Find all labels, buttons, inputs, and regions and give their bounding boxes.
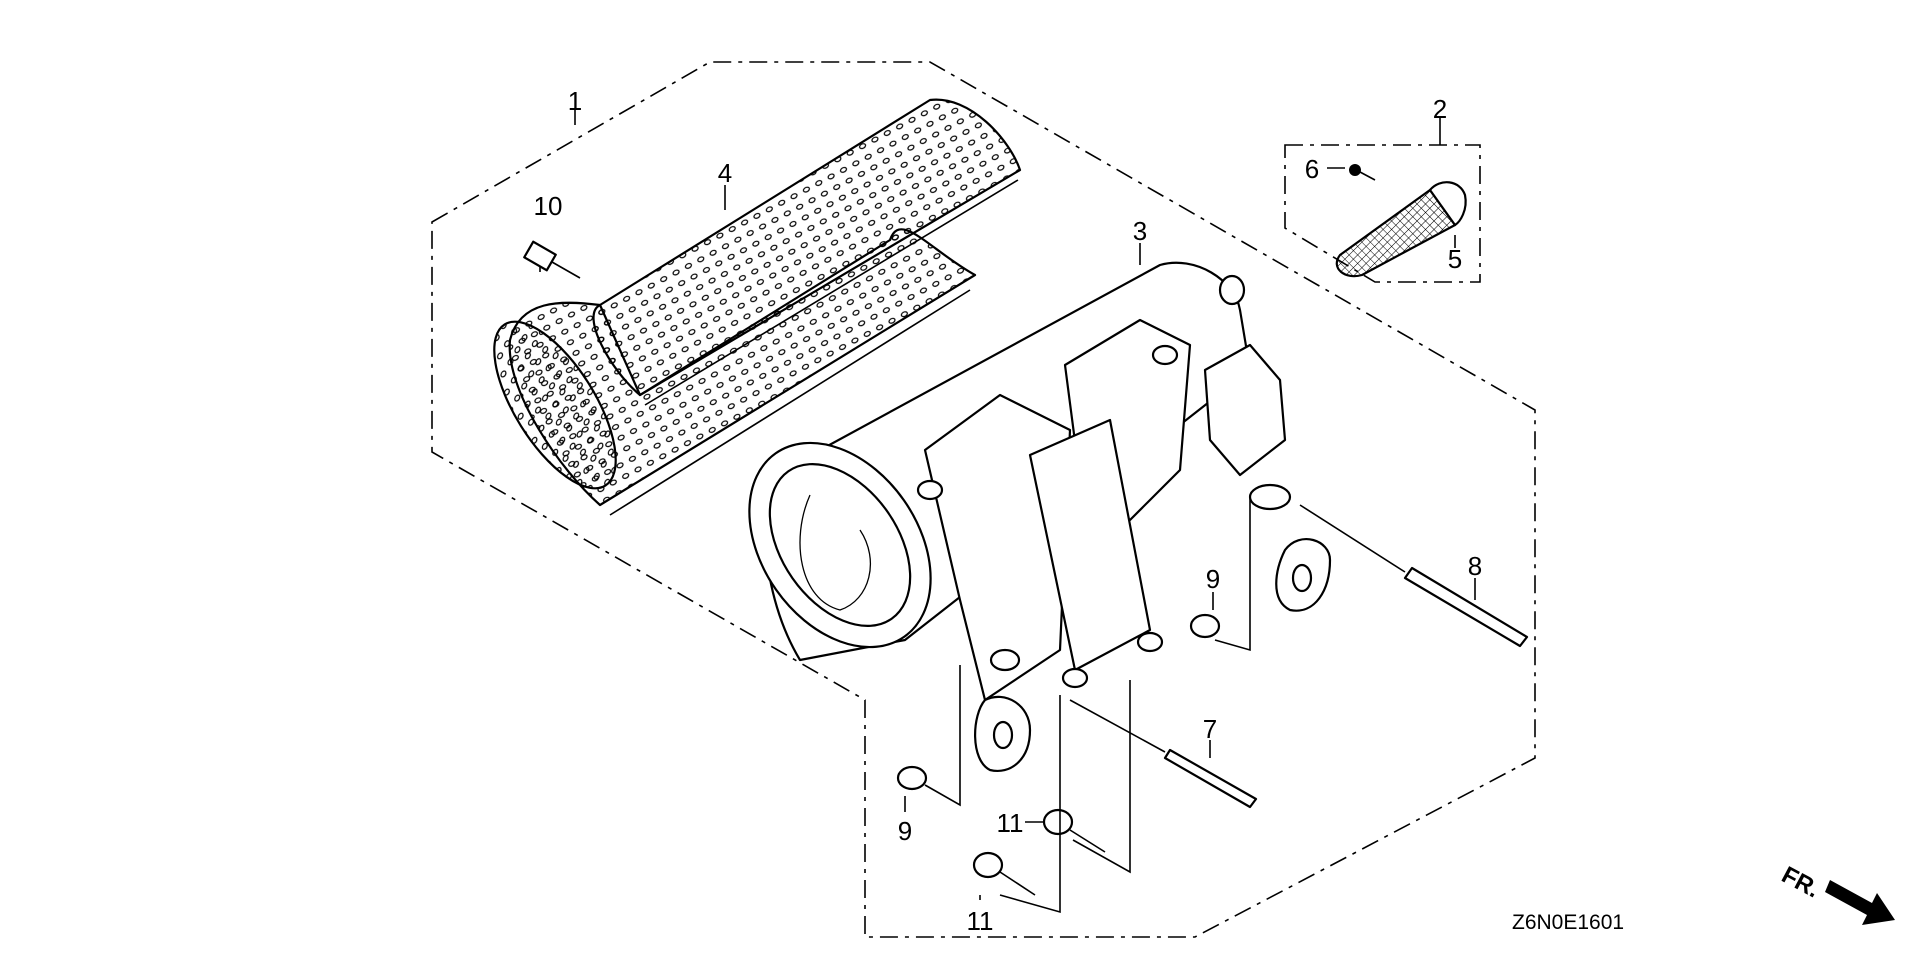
callout-11-upper: 11 — [997, 808, 1024, 838]
callout-3: 3 — [1133, 216, 1147, 246]
front-direction-arrow-icon: FR. — [1777, 861, 1895, 925]
stud-bolt-part — [1299, 504, 1529, 648]
leader-lines — [539, 110, 1476, 914]
callout-7: 7 — [1203, 714, 1217, 744]
diagram-code: Z6N0E1601 — [1512, 911, 1624, 934]
spark-arrester-part — [1335, 181, 1467, 278]
callout-8: 8 — [1468, 551, 1482, 581]
callout-9-upper: 9 — [1206, 564, 1220, 594]
stud-bolt-7-part — [1069, 699, 1258, 809]
assembly-2-boundary — [1284, 144, 1481, 283]
flange-bolt-part — [523, 240, 581, 279]
small-screw-part — [1349, 164, 1376, 181]
muffler-part — [748, 261, 1332, 773]
callout-2: 2 — [1433, 94, 1447, 124]
svg-text:FR.: FR. — [1777, 861, 1824, 903]
callout-10: 10 — [534, 191, 563, 221]
nut-part — [896, 613, 1221, 791]
callout-5: 5 — [1448, 244, 1462, 274]
callout-9-lower: 9 — [898, 816, 912, 846]
assembly-1-boundary — [431, 61, 1536, 938]
callout-11-lower: 11 — [967, 906, 994, 936]
callout-6: 6 — [1305, 154, 1319, 184]
callout-4: 4 — [718, 158, 732, 188]
flange-bolt-11-part — [972, 808, 1106, 896]
callout-1: 1 — [568, 86, 582, 116]
heat-shield-part — [493, 98, 1022, 516]
